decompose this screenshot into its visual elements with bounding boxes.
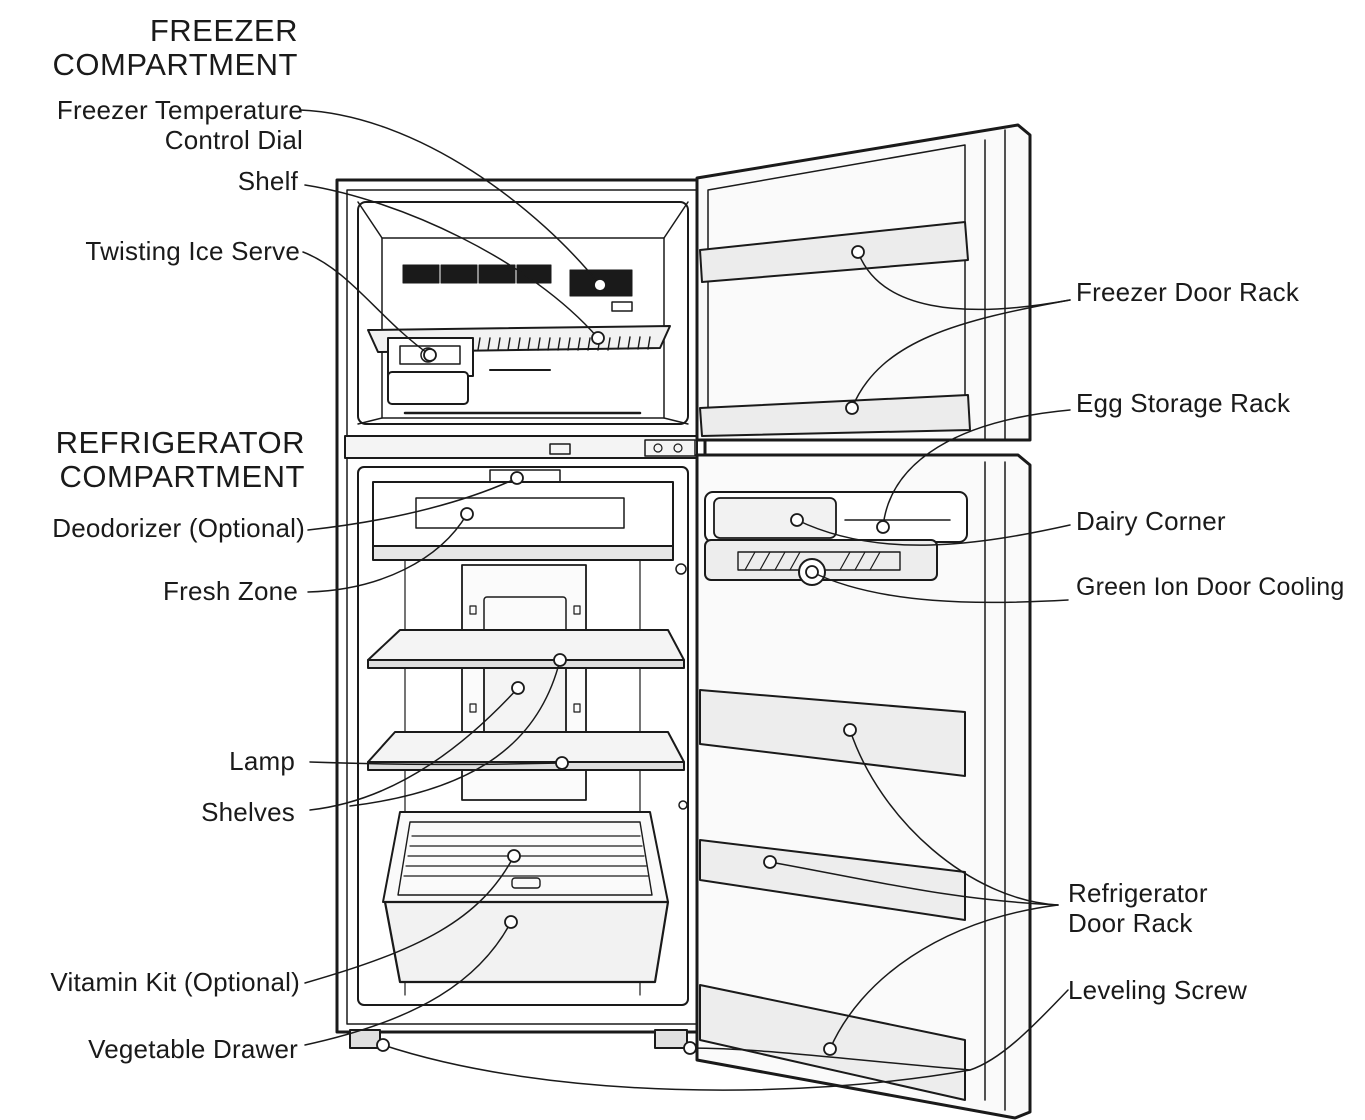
refrigerator-door xyxy=(695,453,1032,1120)
cabinet xyxy=(335,178,707,1049)
callout-points xyxy=(376,245,890,1056)
refrigerator-compartment-heading: REFRIGERATOR COMPARTMENT xyxy=(56,426,305,494)
green-ion-door-cooling-label: Green Ion Door Cooling xyxy=(1076,573,1345,601)
refrigerator-heading-line2: COMPARTMENT xyxy=(59,459,305,494)
leveling-screw-label: Leveling Screw xyxy=(1068,975,1248,1005)
refrigerator-heading-line1: REFRIGERATOR xyxy=(55,425,305,460)
freezer-temperature-control-dial-label: Freezer Temperature Control Dial xyxy=(57,95,303,155)
egg-storage-rack-label: Egg Storage Rack xyxy=(1076,388,1291,418)
freezer-heading-line1: FREEZER xyxy=(149,13,298,48)
vitamin-kit-label: Vitamin Kit (Optional) xyxy=(50,967,300,997)
shelves-label: Shelves xyxy=(201,797,295,827)
twisting-ice-serve-label: Twisting Ice Serve xyxy=(85,236,300,266)
freezer-temp-dial-line1: Freezer Temperature xyxy=(56,95,303,125)
freezer-interior xyxy=(357,201,689,425)
leader-lines xyxy=(299,109,1071,1091)
freezer-door-rack-label: Freezer Door Rack xyxy=(1076,277,1300,307)
freezer-temp-dial-line2: Control Dial xyxy=(164,125,303,155)
vegetable-drawer-label: Vegetable Drawer xyxy=(88,1034,298,1064)
freezer-heading-line2: COMPARTMENT xyxy=(52,47,298,82)
refrigerator-door-rack-line2: Door Rack xyxy=(1068,908,1193,938)
fresh-zone-label: Fresh Zone xyxy=(163,576,298,606)
deodorizer-label: Deodorizer (Optional) xyxy=(52,513,305,543)
freezer-door xyxy=(695,123,1032,442)
refrigerator-interior xyxy=(357,466,689,1006)
shelf-label: Shelf xyxy=(237,166,298,196)
dairy-corner-label: Dairy Corner xyxy=(1076,506,1226,536)
freezer-compartment-heading: FREEZER COMPARTMENT xyxy=(53,14,298,82)
lamp-label: Lamp xyxy=(229,746,295,776)
refrigerator-door-rack-line1: Refrigerator xyxy=(1068,878,1208,908)
refrigerator-door-rack-label: Refrigerator Door Rack xyxy=(1068,878,1208,938)
